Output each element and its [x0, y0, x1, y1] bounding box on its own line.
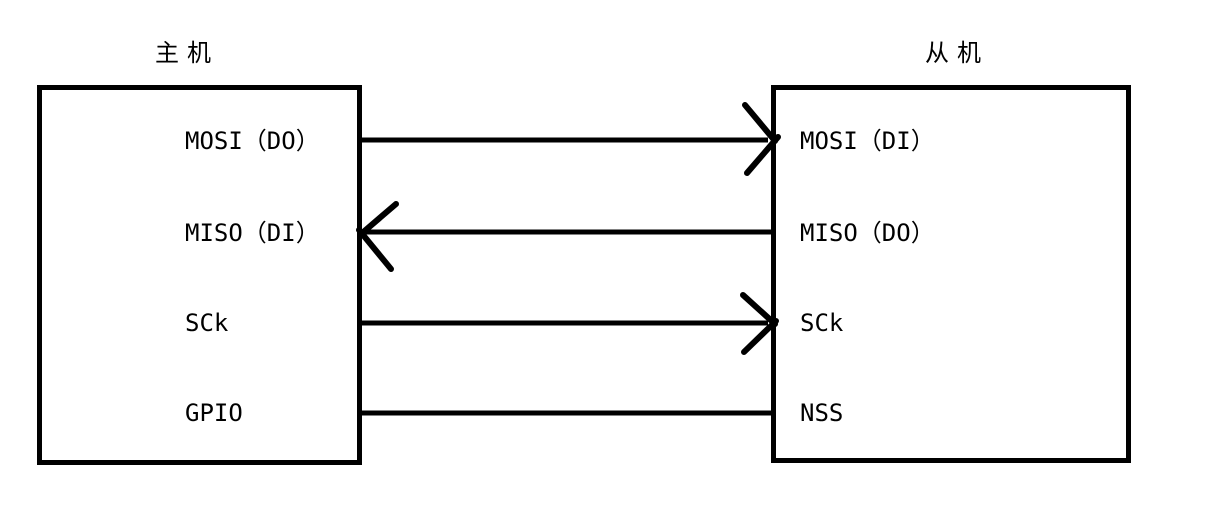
slave-pin-nss: NSS: [800, 399, 844, 427]
master-title: 主机: [155, 39, 219, 67]
master-pin-miso: MISO（DI）: [185, 219, 320, 247]
sck-wire: [362, 292, 779, 355]
mosi-wire: [362, 102, 781, 176]
master-pin-sck: SCk: [185, 309, 229, 337]
slave-box: [771, 85, 1131, 463]
slave-pin-mosi: MOSI（DI）: [800, 127, 935, 155]
slave-title: 从机: [925, 39, 989, 67]
master-pin-gpio: GPIO: [185, 399, 243, 427]
slave-pin-sck: SCk: [800, 309, 844, 337]
miso-wire: [356, 201, 771, 272]
master-box: [37, 85, 362, 465]
slave-pin-miso: MISO（DO）: [800, 219, 935, 247]
master-pin-mosi: MOSI（DO）: [185, 127, 320, 155]
